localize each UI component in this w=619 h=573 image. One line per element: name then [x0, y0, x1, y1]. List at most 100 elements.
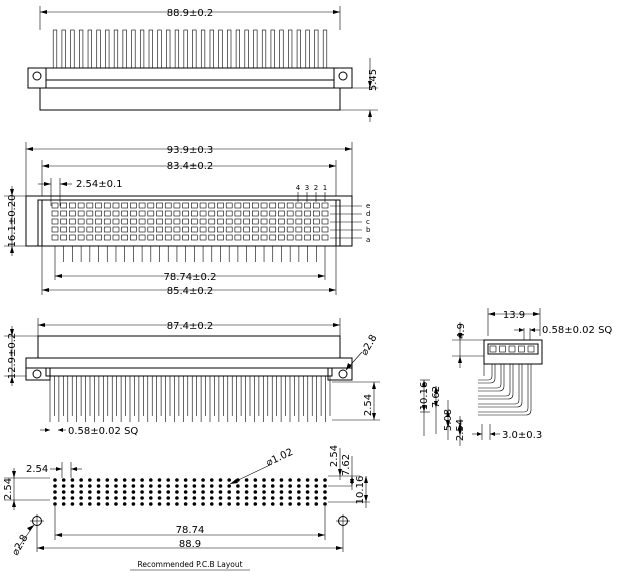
- front-contact: [156, 226, 163, 233]
- pcb-hole: [131, 478, 136, 482]
- pcb-hole: [175, 484, 179, 488]
- top-pin: [113, 29, 119, 69]
- front-contact: [199, 210, 207, 217]
- pcb-hole: [201, 490, 205, 494]
- front-contact: [86, 234, 94, 241]
- front-contact: [260, 202, 268, 209]
- profile-pin: [478, 364, 520, 405]
- pcb-hole: [192, 484, 197, 488]
- pcb-hole: [209, 484, 214, 488]
- pcb-hole: [183, 478, 188, 482]
- pcb-hole: [253, 478, 258, 482]
- front-contact: [156, 210, 163, 217]
- side-view-right-ear: [327, 367, 353, 381]
- column-label-2: 2: [314, 184, 318, 192]
- front-contact: [252, 218, 259, 225]
- front-contact: [278, 202, 285, 209]
- pcb-hole: [270, 496, 275, 500]
- pcb-hole: [323, 496, 327, 500]
- pcb-hole: [262, 496, 266, 500]
- front-contact: [243, 226, 250, 233]
- front-contact: [295, 202, 303, 209]
- pcb-hole: [79, 496, 83, 500]
- top-pin: [227, 29, 232, 69]
- pcb-hole: [288, 496, 292, 500]
- pcb-hole: [279, 502, 284, 506]
- top-height-dim: 5.45: [368, 69, 379, 91]
- front-contact: [208, 210, 216, 217]
- front-contact: [77, 210, 85, 217]
- front-contact: [269, 202, 277, 209]
- front-contact: [182, 218, 189, 225]
- pcb-hole: [105, 496, 110, 500]
- pcb-hole: [192, 496, 197, 500]
- front-contact: [86, 226, 94, 233]
- top-pin: [183, 29, 188, 69]
- front-contact: [286, 210, 294, 217]
- pcb-hole: [227, 478, 231, 482]
- top-view-base: [39, 87, 341, 111]
- pcb-hole: [149, 484, 153, 488]
- pcb-hole: [70, 502, 75, 506]
- pcb-hole: [288, 490, 292, 494]
- pcb-hole: [157, 496, 162, 500]
- pcb-hole: [149, 490, 153, 494]
- pcb-hole: [149, 478, 153, 482]
- front-mount-dim: 83.4±0.2: [167, 161, 214, 172]
- front-contact: [86, 202, 94, 209]
- front-contact: [130, 202, 137, 209]
- profile-row-dim-10-16: 10.16: [419, 382, 430, 411]
- front-contact: [138, 202, 146, 209]
- front-contact: [182, 202, 189, 209]
- pcb-hole-dim: ⌀1.02: [265, 447, 295, 469]
- pcb-hole: [297, 490, 301, 494]
- pcb-hole: [305, 496, 310, 500]
- pcb-hole: [236, 502, 240, 506]
- front-contact: [164, 226, 172, 233]
- row-label-b: b: [366, 226, 371, 234]
- pcb-hole: [105, 490, 110, 494]
- side-height-dim: 12.9±0.2: [7, 333, 18, 380]
- front-contact: [278, 226, 285, 233]
- front-contact: [69, 202, 76, 209]
- front-contact: [147, 210, 155, 217]
- top-pin: [244, 29, 249, 69]
- front-contact: [103, 210, 111, 217]
- front-contact: [182, 210, 189, 217]
- pcb-hole: [270, 490, 275, 494]
- top-pin: [261, 29, 267, 69]
- front-contact: [103, 202, 111, 209]
- front-contact: [60, 234, 68, 241]
- pcb-hole: [88, 490, 92, 494]
- front-contact: [234, 202, 242, 209]
- profile-pin-edge: [478, 364, 505, 392]
- pcb-hole: [270, 478, 275, 482]
- pcb-hole: [114, 502, 118, 506]
- top-pin: [200, 29, 206, 69]
- front-contact: [269, 234, 277, 241]
- pcb-hole: [244, 484, 249, 488]
- front-contact: [199, 218, 207, 225]
- pcb-hole: [323, 502, 327, 506]
- front-contact: [252, 202, 259, 209]
- pcb-hole: [183, 502, 188, 506]
- top-view-left-hole: [32, 71, 42, 81]
- front-contact: [243, 218, 250, 225]
- pcb-hole: [157, 484, 162, 488]
- pcb-hole: [236, 496, 240, 500]
- pcb-hole: [157, 490, 162, 494]
- pcb-hole-grid: [53, 478, 327, 506]
- pcb-hole: [61, 496, 66, 500]
- column-label-3: 3: [305, 184, 309, 192]
- front-contact: [234, 226, 242, 233]
- top-pin: [139, 29, 145, 69]
- pcb-hole: [192, 502, 197, 506]
- top-pin: [288, 29, 293, 69]
- pcb-hole: [96, 502, 101, 506]
- row-label-d: d: [366, 210, 370, 218]
- pcb-hole: [105, 484, 110, 488]
- profile-bent-pins: [478, 364, 532, 416]
- column-label-4: 4: [296, 184, 301, 192]
- front-contact: [191, 218, 198, 225]
- profile-height-dim: 4.9: [456, 323, 467, 339]
